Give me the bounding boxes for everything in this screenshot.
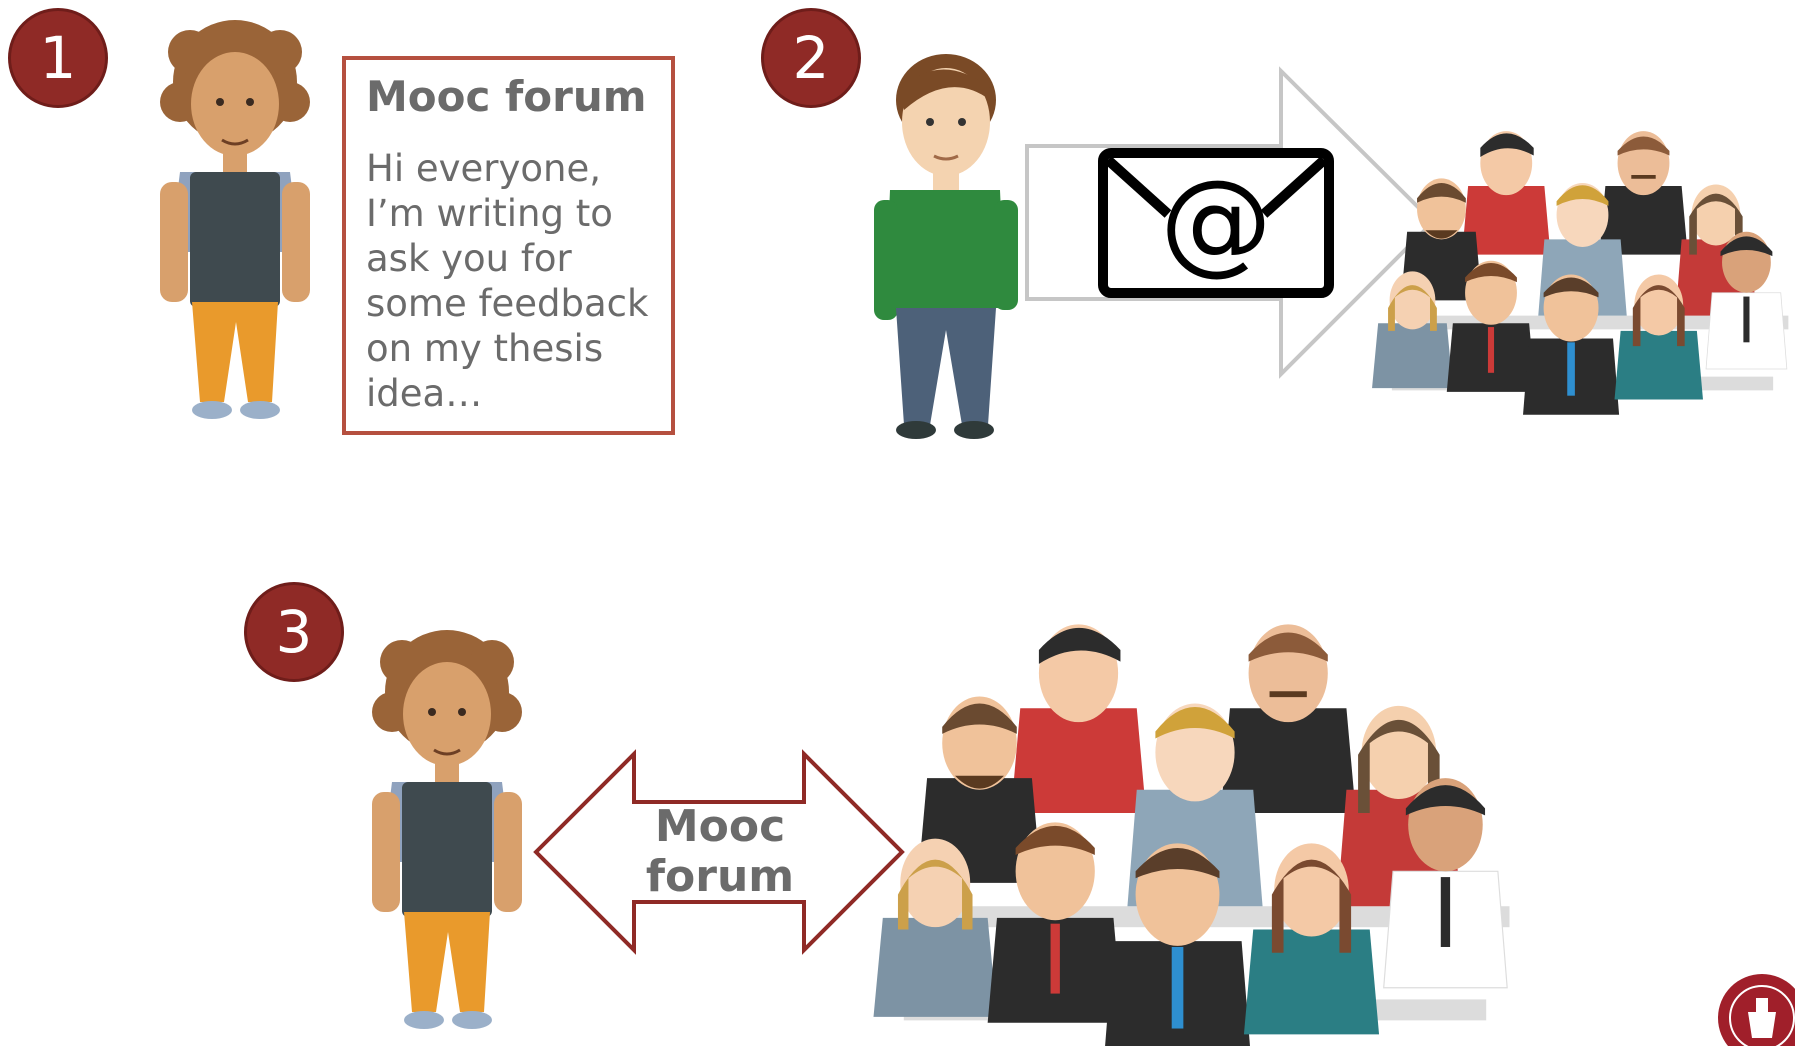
student-figure <box>160 20 310 419</box>
step-2-badge: 2 <box>761 8 861 108</box>
forum-arrow-label: Mooc forum <box>645 801 795 902</box>
forum-double-arrow <box>533 749 905 955</box>
university-seal-logo <box>1718 974 1795 1046</box>
step-1-badge: 1 <box>8 8 108 108</box>
audience-crowd-small <box>1372 131 1789 415</box>
step-3-badge: 3 <box>244 582 344 682</box>
student-figure-2 <box>372 630 522 1029</box>
audience-crowd-large <box>873 624 1510 1046</box>
forum-post-title: Mooc forum <box>366 72 647 121</box>
at-symbol: @ <box>1160 157 1272 287</box>
forum-post-body: Hi everyone, I’m writing to ask you for … <box>366 147 649 416</box>
sender-figure <box>874 54 1018 439</box>
email-envelope-icon: @ <box>1098 148 1334 298</box>
forum-post-box: Mooc forum Hi everyone, I’m writing to a… <box>342 56 675 435</box>
